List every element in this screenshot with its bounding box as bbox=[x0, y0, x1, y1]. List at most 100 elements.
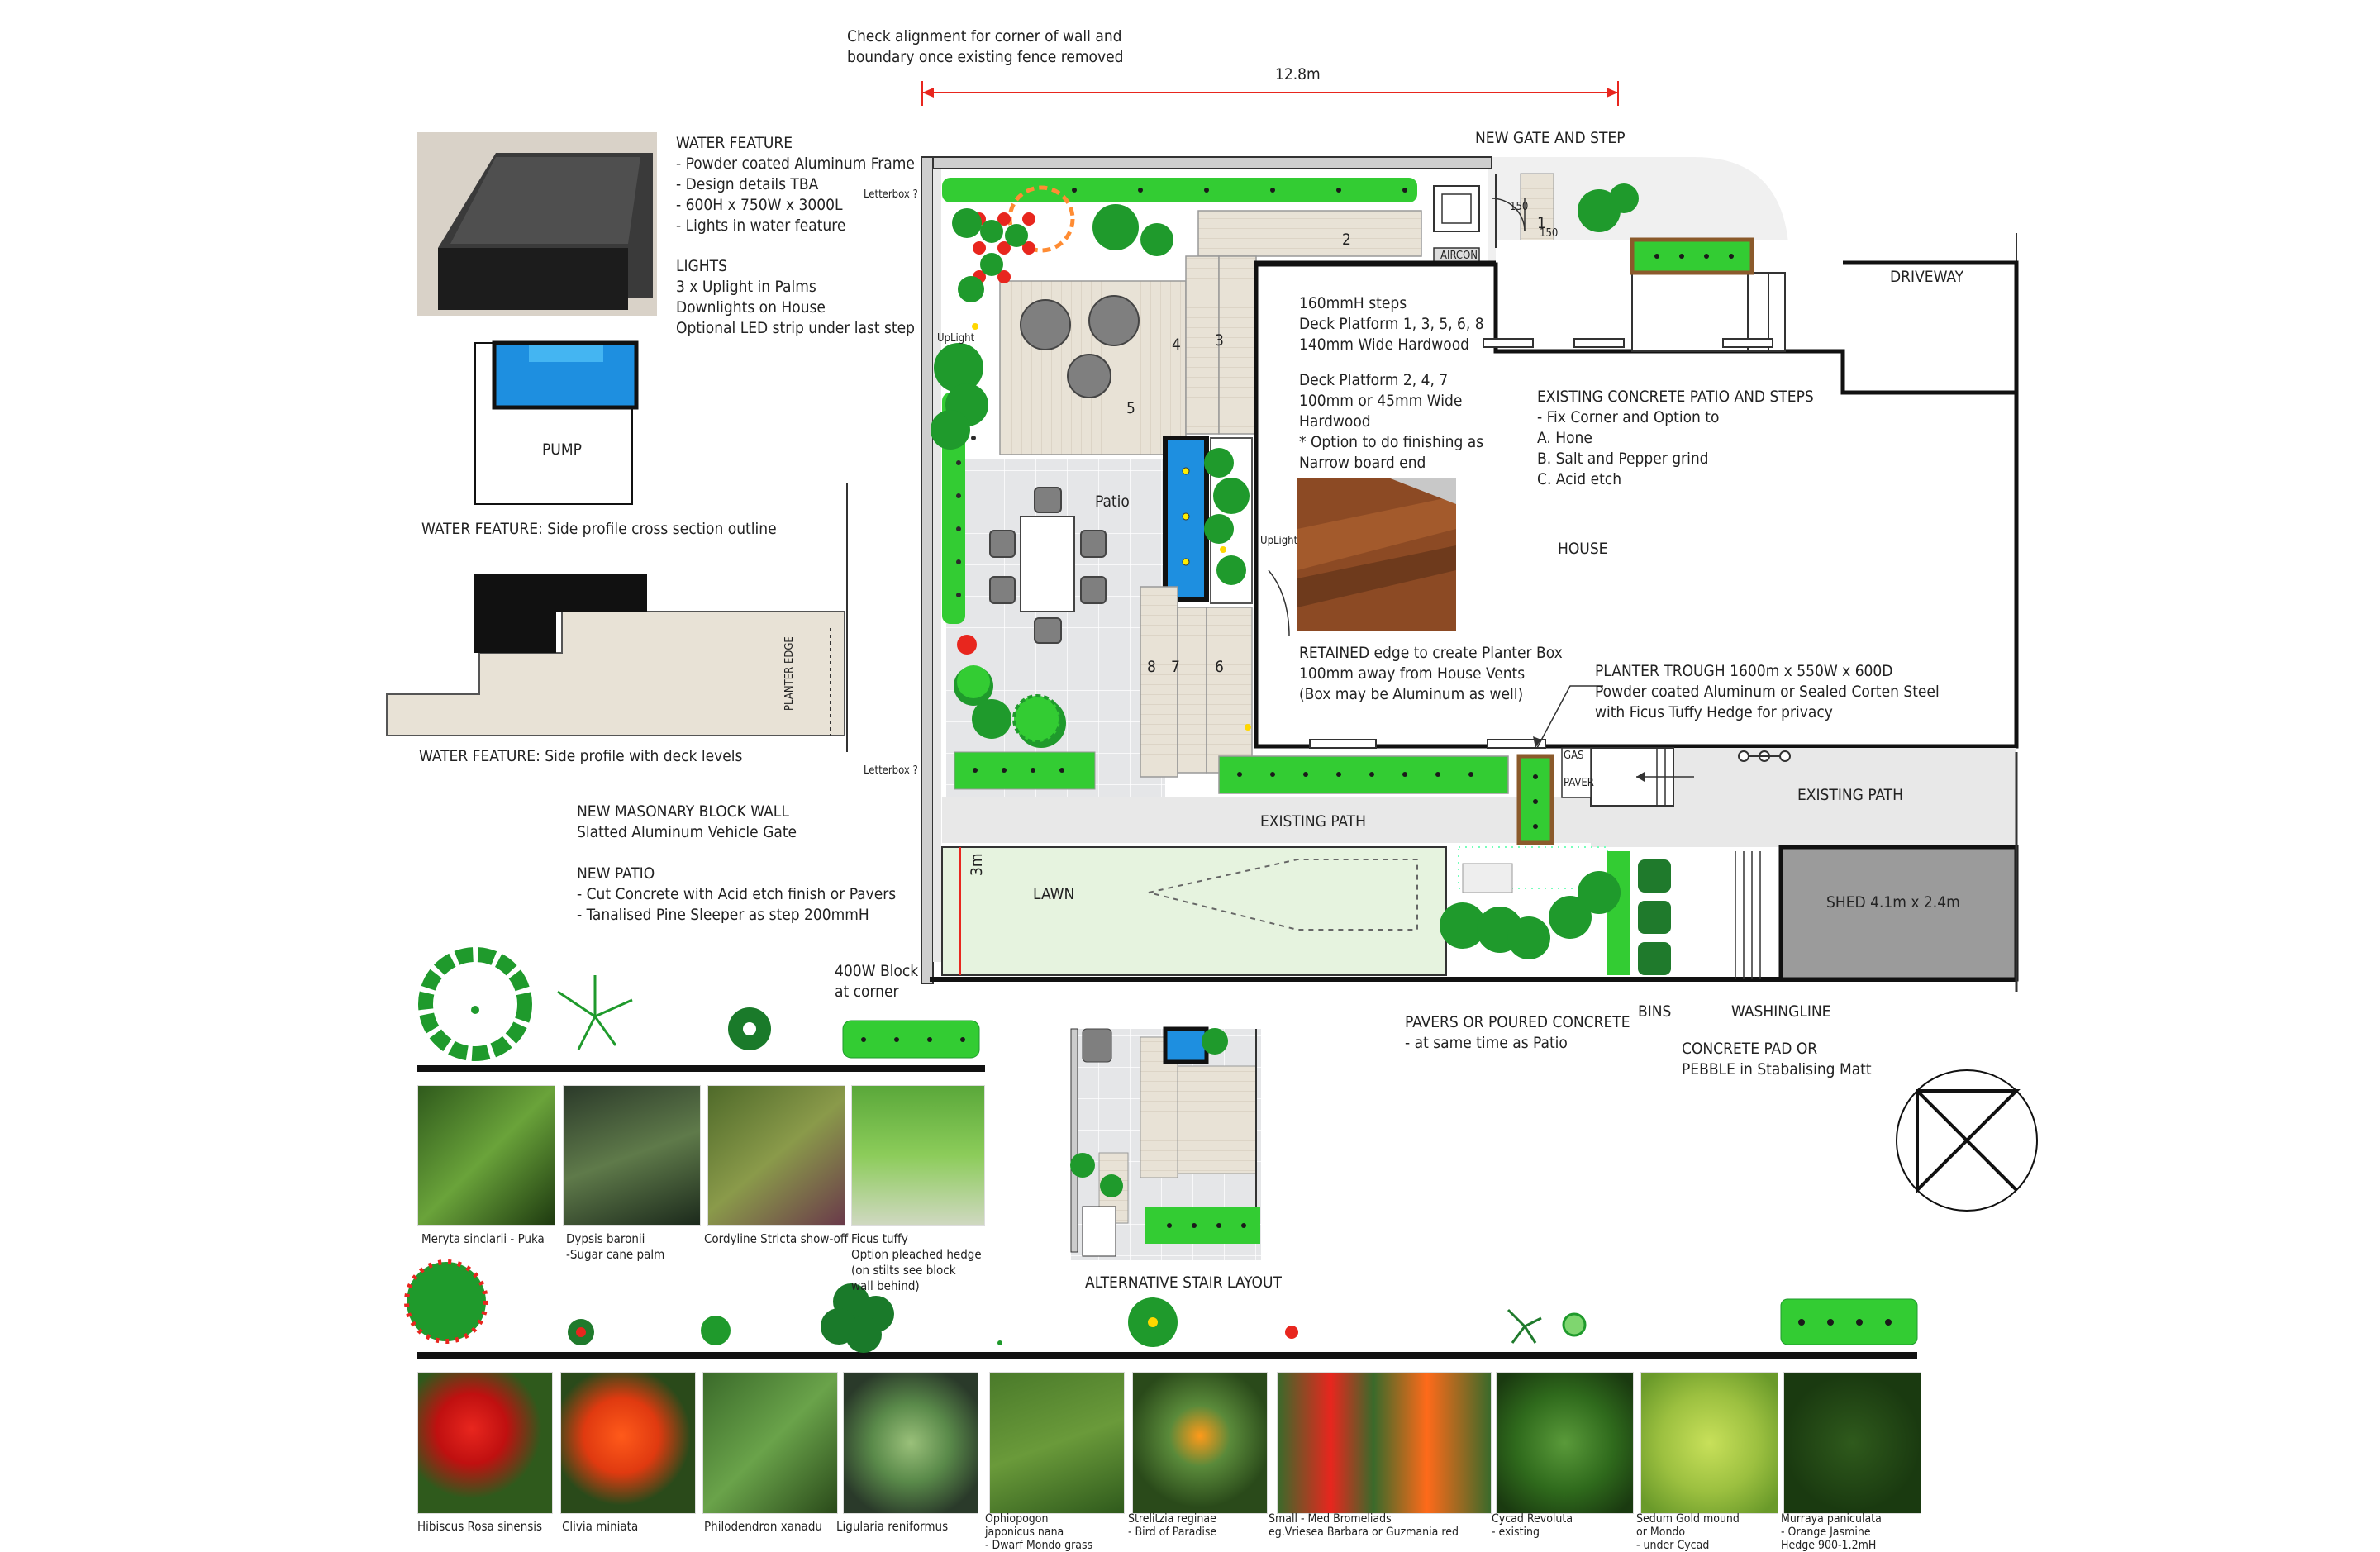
water-feature-photo bbox=[417, 132, 657, 316]
photo-clivia bbox=[560, 1372, 696, 1514]
dining-table bbox=[989, 487, 1107, 644]
bins bbox=[1638, 859, 1671, 975]
water-feature-deck-levels bbox=[386, 574, 845, 736]
water-feature-title: WATER FEATURE bbox=[676, 134, 793, 152]
hedge-bottom bbox=[1218, 755, 1509, 794]
lawn-area bbox=[941, 846, 1447, 976]
caption-ligularia: Ligularia reniformus bbox=[836, 1519, 949, 1534]
deck-platform-6 bbox=[1206, 607, 1253, 774]
new-patio-note: NEW PATIO - Cut Concrete with Acid etch … bbox=[577, 864, 897, 924]
bins-label: BINS bbox=[1638, 1002, 1672, 1021]
dimension-12-8m bbox=[921, 81, 1619, 106]
step-150-label-b: 150 bbox=[1540, 227, 1559, 240]
deck-platform-7 bbox=[1177, 607, 1207, 774]
deck-photo bbox=[1297, 478, 1456, 631]
caption-bromeliads: Small - Med Bromeliads eg.Vriesea Barbar… bbox=[1269, 1512, 1459, 1539]
plan-plants bbox=[931, 183, 1639, 959]
platform-note: Deck Platform 2, 4, 7 100mm or 45mm Wide… bbox=[1299, 371, 1484, 472]
shed bbox=[1778, 845, 2019, 982]
deck-levels-caption: WATER FEATURE: Side profile with deck le… bbox=[419, 747, 743, 765]
photo-ficus bbox=[851, 1085, 985, 1226]
uplight-left-label: UpLight bbox=[937, 332, 975, 345]
cross-section-caption: WATER FEATURE: Side profile cross sectio… bbox=[421, 520, 777, 538]
aircon-label: AIRCON bbox=[1440, 250, 1478, 262]
planter-trough-note: PLANTER TROUGH 1600m x 550W x 600D Powde… bbox=[1595, 662, 1940, 721]
photo-ligularia bbox=[843, 1372, 978, 1514]
deck-platform-4 bbox=[1185, 255, 1220, 435]
paver-label: PAVER bbox=[1564, 777, 1594, 789]
lights-specs: 3 x Uplight in Palms Downlights on House… bbox=[676, 278, 915, 337]
legend-icons-row2 bbox=[404, 1037, 1918, 1353]
photo-bromeliads bbox=[1277, 1372, 1492, 1514]
retained-note: RETAINED edge to create Planter Box 100m… bbox=[1299, 644, 1563, 703]
photo-philodendron bbox=[702, 1372, 838, 1514]
photo-hibiscus bbox=[417, 1372, 553, 1514]
alignment-note: Check alignment for corner of wall and b… bbox=[847, 27, 1124, 66]
photo-strelitzia bbox=[1132, 1372, 1268, 1514]
concrete-patio-title: EXISTING CONCRETE PATIO AND STEPS bbox=[1537, 388, 1814, 406]
step-150-label-a: 150 bbox=[1510, 201, 1529, 213]
photo-dypsis bbox=[563, 1085, 701, 1226]
caption-cycad: Cycad Revoluta - existing bbox=[1492, 1512, 1573, 1539]
north-arrow-icon bbox=[1896, 1069, 2038, 1212]
caption-murraya: Murraya paniculata - Orange Jasmine Hedg… bbox=[1781, 1512, 1882, 1552]
platform-label-7: 7 bbox=[1171, 658, 1180, 676]
shed-label: SHED 4.1m x 2.4m bbox=[1826, 893, 1960, 912]
alt-stair-inset bbox=[1070, 1026, 1261, 1260]
platform-label-5: 5 bbox=[1126, 399, 1135, 417]
caption-cordyline: Cordyline Stricta show-off bbox=[704, 1231, 849, 1246]
hedge-left bbox=[942, 393, 965, 624]
house-label: HOUSE bbox=[1558, 540, 1608, 558]
patio-label: Patio bbox=[1095, 493, 1130, 511]
legend-icons-row1 bbox=[418, 947, 980, 1061]
concrete-pad-note: CONCRETE PAD OR PEBBLE in Stabalising Ma… bbox=[1682, 1040, 1872, 1078]
caption-hibiscus: Hibiscus Rosa sinensis bbox=[417, 1519, 543, 1534]
deck-platform-8 bbox=[1140, 586, 1178, 778]
existing-path-right-label: EXISTING PATH bbox=[1797, 786, 1903, 804]
driveway-label: DRIVEWAY bbox=[1890, 268, 1964, 286]
planter-box-gate bbox=[1630, 237, 1754, 275]
boundary-wall-left bbox=[921, 156, 934, 984]
boundary-wall-top bbox=[921, 156, 1492, 169]
platform-label-2: 2 bbox=[1342, 231, 1351, 249]
caption-ophiopogon: Ophiopogon japonicus nana - Dwarf Mondo … bbox=[985, 1512, 1093, 1552]
deck-platform-3 bbox=[1218, 255, 1257, 435]
washingline-label: WASHINGLINE bbox=[1731, 1002, 1831, 1021]
planter-edge-label: PLANTER EDGE bbox=[783, 636, 796, 711]
platform-label-6: 6 bbox=[1215, 658, 1224, 676]
photo-sedum bbox=[1640, 1372, 1778, 1514]
photo-murraya bbox=[1783, 1372, 1921, 1514]
platform-label-8: 8 bbox=[1147, 658, 1156, 676]
water-feature-cross-section bbox=[474, 340, 848, 752]
deck-platform-1 bbox=[1520, 173, 1554, 249]
letterbox-bottom-label: Letterbox ? bbox=[864, 764, 918, 777]
platform-label-3: 3 bbox=[1215, 331, 1224, 350]
masonry-wall-note: NEW MASONARY BLOCK WALL Slatted Aluminum… bbox=[577, 802, 797, 841]
outdoor-seats bbox=[1020, 295, 1140, 398]
hedge-patio bbox=[954, 751, 1096, 790]
caption-clivia: Clivia miniata bbox=[562, 1519, 639, 1534]
photo-meryta bbox=[417, 1085, 555, 1226]
caption-dypsis: Dypsis baronii -Sugar cane palm bbox=[566, 1231, 665, 1262]
caption-philodendron: Philodendron xanadu bbox=[704, 1519, 822, 1534]
dimension-label-top: 12.8m bbox=[1275, 65, 1321, 83]
caption-strelitzia: Strelitzia reginae - Bird of Paradise bbox=[1128, 1512, 1217, 1539]
platform-label-1: 1 bbox=[1537, 214, 1546, 232]
gas-label: GAS bbox=[1564, 750, 1584, 762]
concrete-patio-options: - Fix Corner and Option to A. Hone B. Sa… bbox=[1537, 408, 1720, 488]
new-gate-label: NEW GATE AND STEP bbox=[1475, 129, 1626, 147]
uplight-center-label: UpLight bbox=[1260, 535, 1298, 547]
hedge-top bbox=[942, 178, 1417, 202]
caption-ficus: Ficus tuffy Option pleached hedge (on st… bbox=[851, 1231, 982, 1293]
pavers-note: PAVERS OR POURED CONCRETE - at same time… bbox=[1405, 1013, 1630, 1052]
alt-stair-caption: ALTERNATIVE STAIR LAYOUT bbox=[1085, 1273, 1282, 1292]
photo-cordyline bbox=[707, 1085, 845, 1226]
caption-sedum: Sedum Gold mound or Mondo - under Cycad bbox=[1636, 1512, 1740, 1552]
existing-path-label: EXISTING PATH bbox=[1260, 812, 1366, 831]
dimension-label-side: 3m bbox=[968, 853, 986, 876]
lawn-label: LAWN bbox=[1033, 885, 1075, 903]
block-corner-note: 400W Block at corner bbox=[835, 962, 919, 1001]
letterbox-top-label: Letterbox ? bbox=[864, 188, 918, 201]
deck-platform-2 bbox=[1197, 210, 1422, 257]
